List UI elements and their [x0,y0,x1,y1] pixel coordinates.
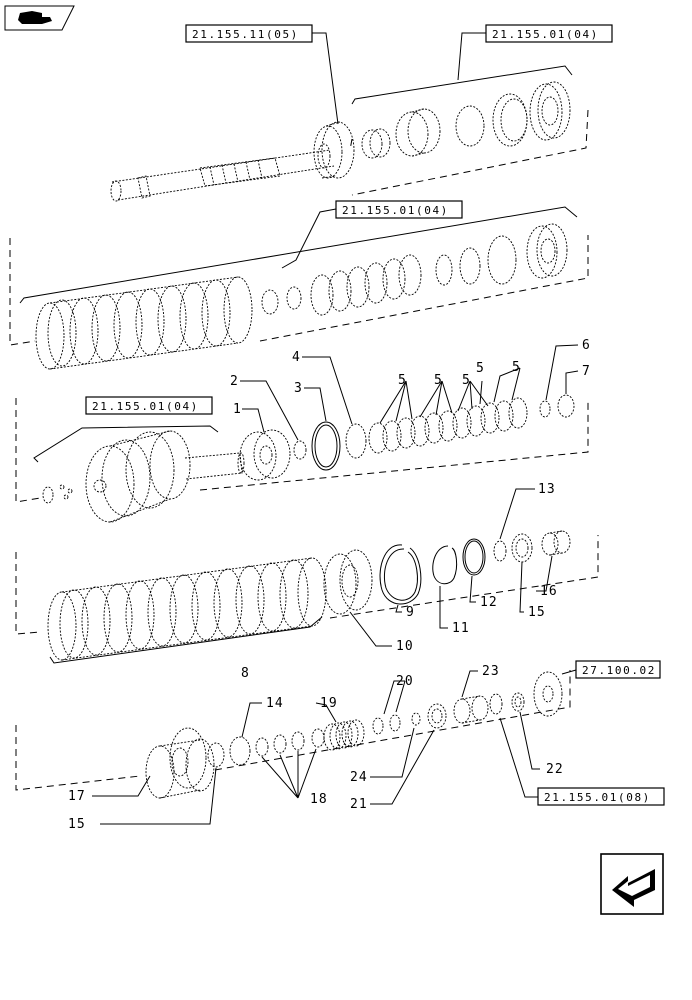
row1-right-group [361,81,571,159]
ref-box-hub[interactable]: 21.155.01(04) [85,396,213,415]
ref-box-row1[interactable]: 21.155.01(04) [485,24,613,43]
ref-label-row2: 21.155.01(04) [342,204,449,217]
next-page-arrow-icon[interactable] [600,853,664,915]
row3-hub-assembly [42,394,575,523]
callout-9: 9 [406,605,415,620]
callout-21: 21 [350,797,368,812]
ref-box-flange[interactable]: 27.100.02 [575,660,661,679]
callout-14: 14 [266,696,284,711]
row2-clutch-pack [35,223,568,370]
callout-6: 6 [582,338,591,353]
callout-4: 4 [292,350,301,365]
callout-18: 18 [310,792,328,807]
ref-label-row1: 21.155.01(04) [492,28,599,41]
callout-3: 3 [294,381,303,396]
row5-output-group [145,671,563,799]
callout-15b: 15 [68,817,86,832]
callout-15a: 15 [528,605,546,620]
callout-22: 22 [546,762,564,777]
shaft-assembly [110,121,355,202]
callout-24: 24 [350,770,368,785]
callout-5b: 5 [434,373,443,388]
ref-box-bottom[interactable]: 21.155.01(08) [537,787,665,806]
ref-label-flange: 27.100.02 [582,664,656,677]
callout-12: 12 [480,595,498,610]
ref-label-shaft: 21.155.11(05) [192,28,299,41]
callout-13: 13 [538,482,556,497]
book-hand-icon[interactable] [4,5,75,31]
ref-label-hub: 21.155.01(04) [92,400,199,413]
callout-5a: 5 [398,373,407,388]
callout-5c: 5 [462,373,471,388]
ref-label-bottom: 21.155.01(08) [544,791,651,804]
callout-19: 19 [320,696,338,711]
callout-20: 20 [396,674,414,689]
row4-clutch-pack [47,530,571,661]
callout-8: 8 [241,666,250,681]
callout-5e: 5 [512,360,521,375]
callout-11: 11 [452,621,470,636]
callout-23: 23 [482,664,500,679]
callout-1: 1 [233,402,242,417]
callout-7: 7 [582,364,591,379]
callout-2: 2 [230,374,239,389]
callout-10: 10 [396,639,414,654]
ref-box-shaft[interactable]: 21.155.11(05) [185,24,313,43]
ref-box-row2[interactable]: 21.155.01(04) [335,200,463,219]
callout-17: 17 [68,789,86,804]
callout-5d: 5 [476,361,485,376]
callout-16: 16 [540,584,558,599]
